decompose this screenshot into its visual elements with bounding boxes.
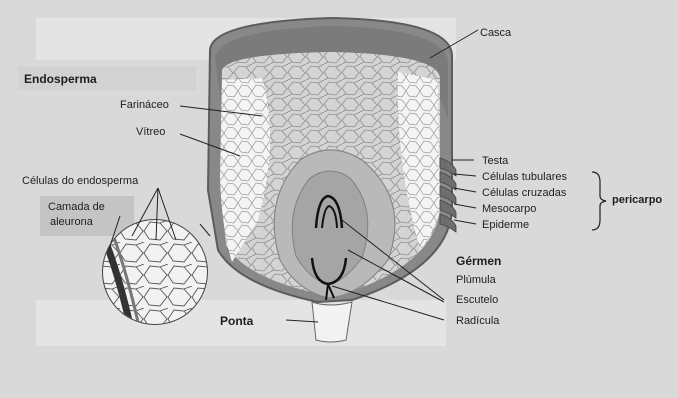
label-endosperma: Endosperma [24, 72, 97, 86]
label-testa: Testa [482, 155, 508, 167]
label-camada-aleurona-1: Camada de [48, 201, 105, 213]
label-celulas-cruzadas: Células cruzadas [482, 187, 566, 199]
label-farinaceo: Farináceo [120, 99, 169, 111]
label-camada-aleurona-2: aleurona [50, 216, 93, 228]
label-vitreo: Vítreo [136, 126, 165, 138]
label-plumula: Plúmula [456, 274, 496, 286]
pericarp-layers [440, 158, 456, 232]
label-pericarpo: pericarpo [612, 194, 662, 206]
label-radicula: Radícula [456, 315, 499, 327]
label-celulas-endosperma: Células do endosperma [22, 175, 138, 187]
label-germen: Gérmen [456, 254, 501, 268]
label-ponta: Ponta [220, 314, 253, 328]
label-casca: Casca [480, 27, 511, 39]
label-escutelo: Escutelo [456, 294, 498, 306]
label-epiderme: Epiderme [482, 219, 529, 231]
pericarpo-brace [592, 172, 606, 230]
label-mesocarpo: Mesocarpo [482, 203, 536, 215]
label-celulas-tubulares: Células tubulares [482, 171, 567, 183]
